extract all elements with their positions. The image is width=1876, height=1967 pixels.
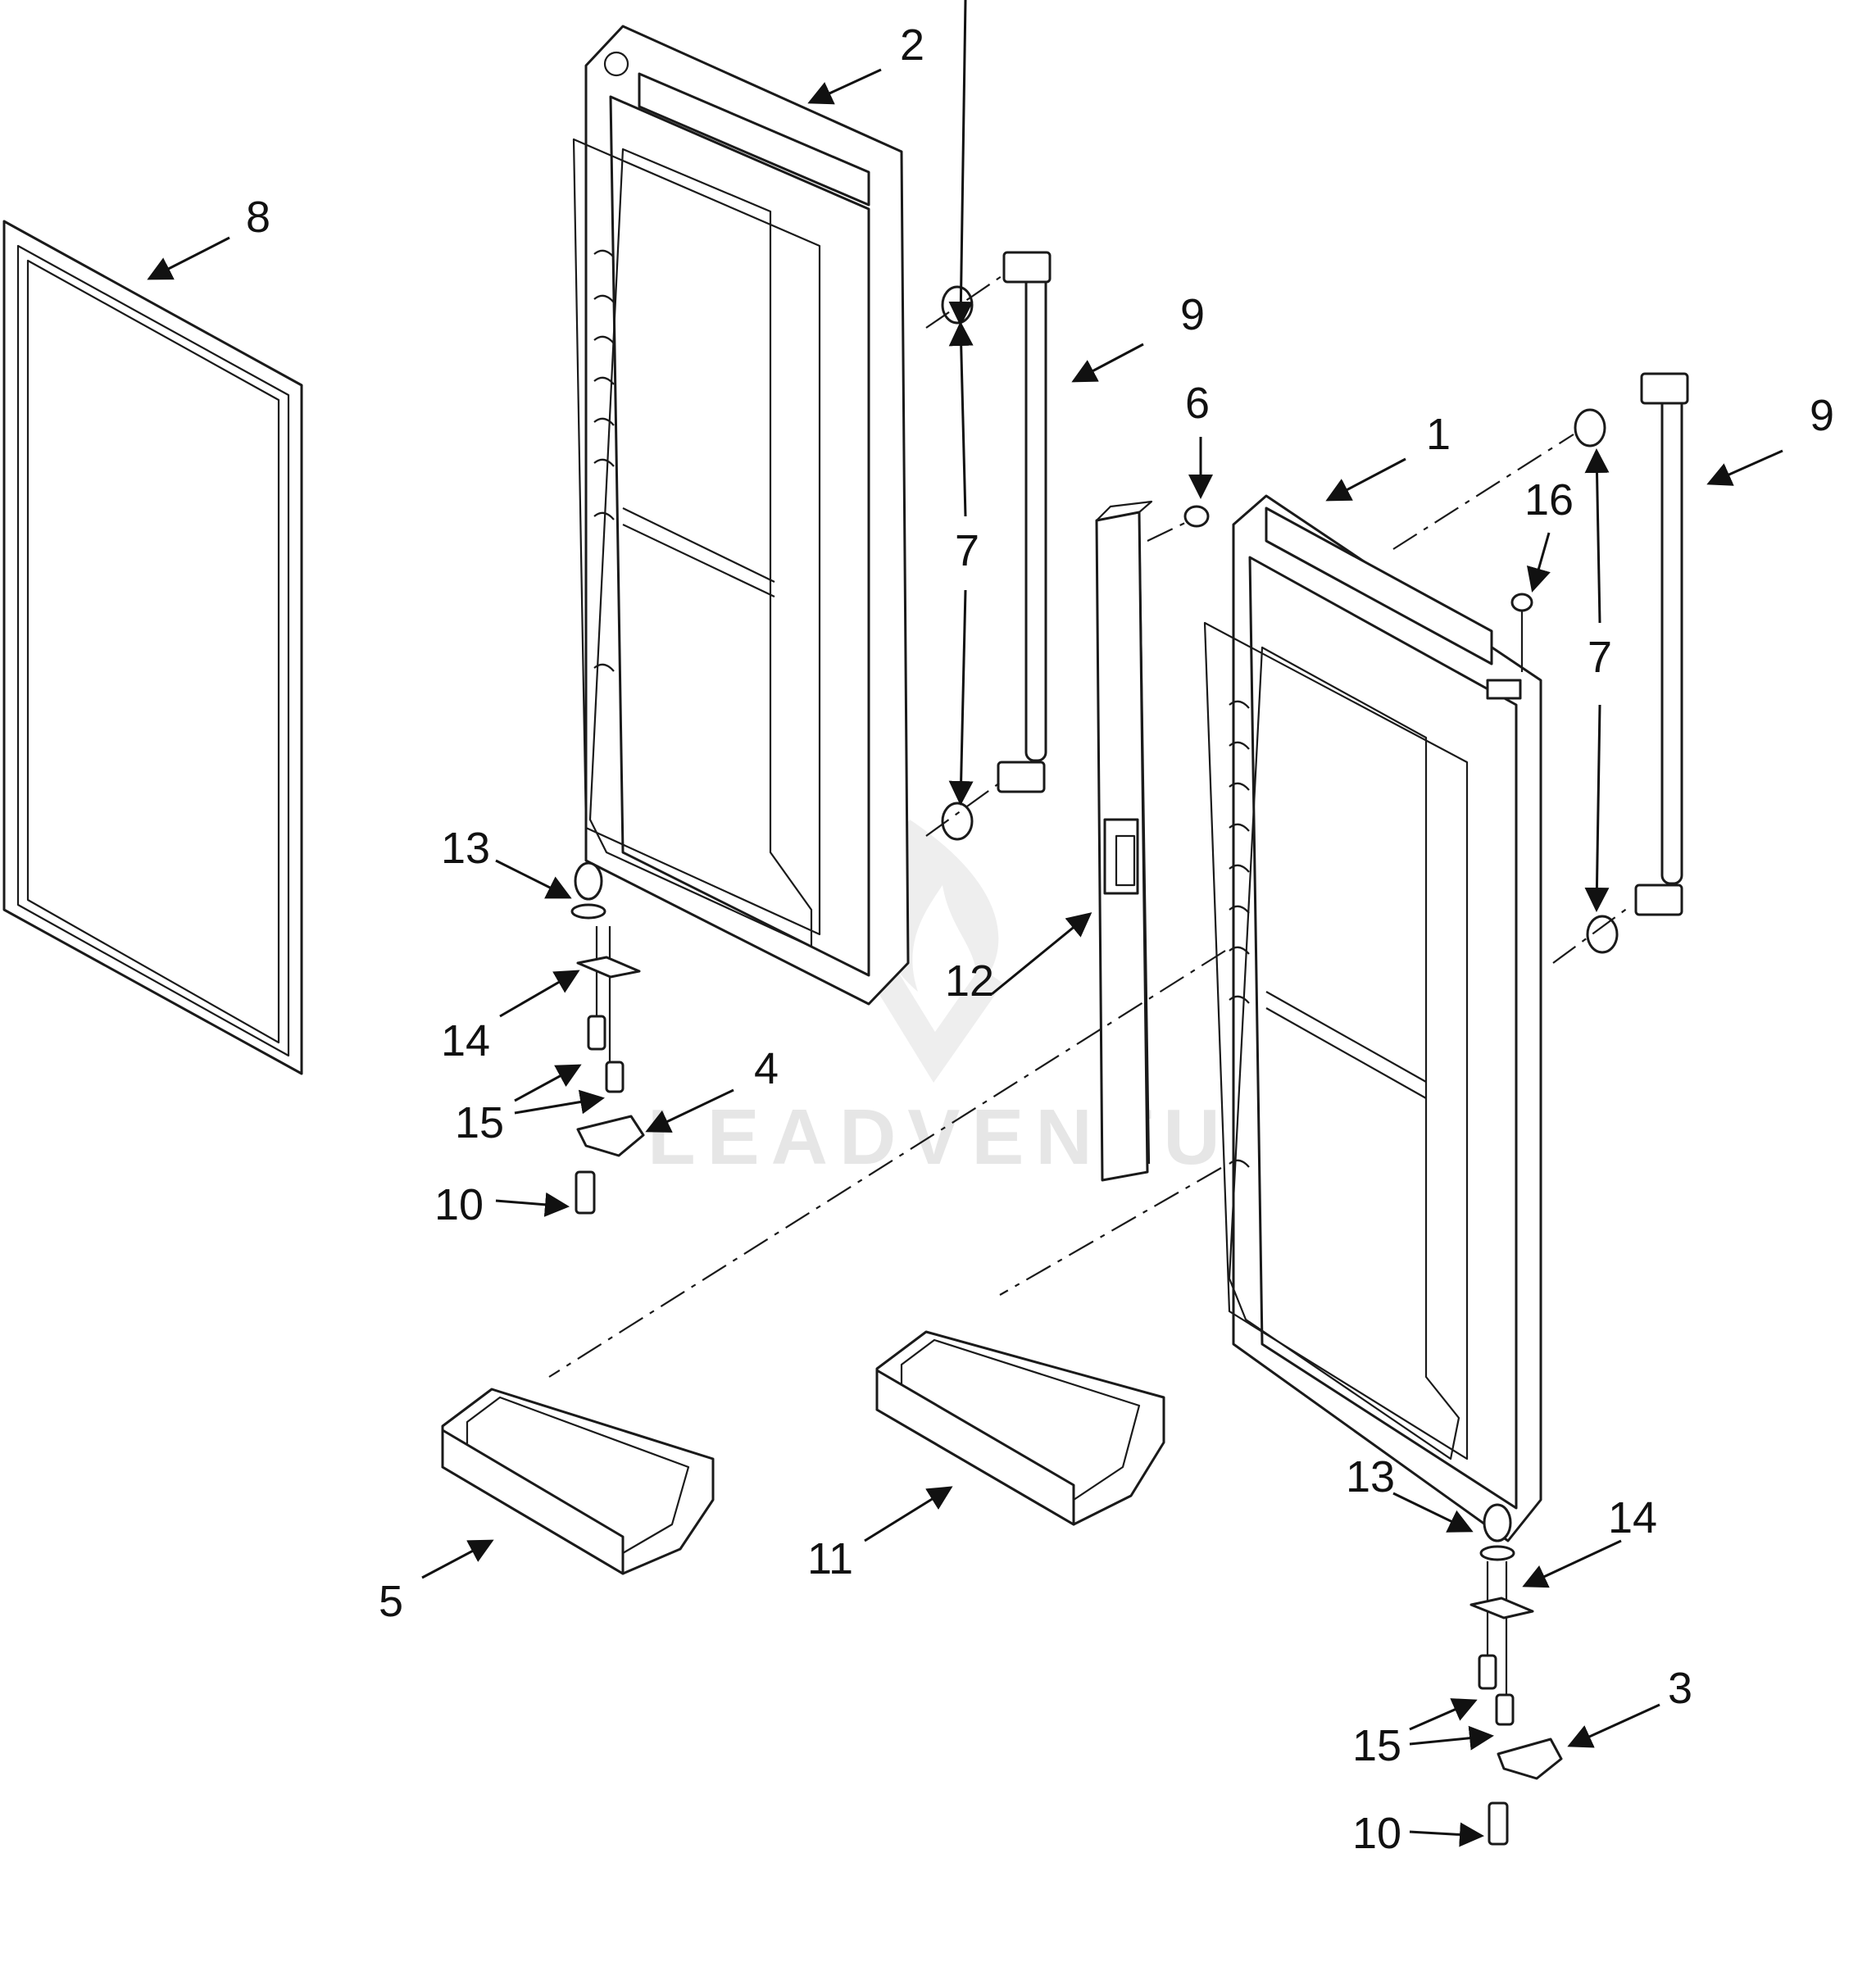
bin-middle-assembly-line <box>999 1167 1222 1296</box>
door-gasket <box>2 220 303 1075</box>
handle-left <box>997 251 1052 793</box>
handle-screws-right <box>1392 408 1632 964</box>
handle-right <box>1634 372 1689 916</box>
door-left <box>572 25 910 1006</box>
bin-left-assembly-line <box>548 950 1226 1378</box>
callout-flipper-mullion: 12 <box>945 956 994 1006</box>
callout-screw-top: 6 <box>1185 379 1210 428</box>
callout-shim-left: 14 <box>441 1016 490 1065</box>
callout-handle-screws-right: 7 <box>1588 633 1612 682</box>
callout-screw-bottom-right: 10 <box>1352 1809 1401 1858</box>
callout-door-right: 1 <box>1426 410 1451 459</box>
bin-left <box>441 1388 715 1575</box>
leader-arrows <box>147 0 1783 1847</box>
callout-handle-right: 9 <box>1810 391 1834 440</box>
callout-bushing-right: 13 <box>1346 1452 1395 1501</box>
callout-plug: 16 <box>1524 475 1574 525</box>
callout-hinge-bracket-right: 3 <box>1668 1664 1692 1713</box>
callout-labels: 2 8 9 7 6 1 9 16 7 13 14 15 4 10 12 5 11… <box>246 20 1834 1858</box>
callout-door-left: 2 <box>900 20 924 70</box>
callout-bushing-left: 13 <box>441 824 490 873</box>
screw-top <box>1147 505 1210 542</box>
door-right-bin-supports <box>1229 700 1250 1168</box>
callout-shim-right: 14 <box>1608 1493 1657 1542</box>
plug <box>1510 593 1533 672</box>
hinge-stack-left <box>570 861 645 1215</box>
hinge-stack-right <box>1469 1503 1563 1846</box>
flipper-mullion <box>1095 500 1153 1182</box>
callout-handle-screws-left: 7 <box>955 526 979 575</box>
callout-gasket: 8 <box>246 193 270 242</box>
callout-handle-left: 9 <box>1180 290 1205 339</box>
bin-middle <box>875 1330 1165 1526</box>
door-left-bin-supports <box>593 249 615 672</box>
callout-screw-bottom-left: 10 <box>434 1180 484 1229</box>
callout-screws-left: 15 <box>455 1098 504 1147</box>
door-right <box>1203 494 1542 1542</box>
callout-bin-middle: 11 <box>807 1534 853 1583</box>
callout-bin-left: 5 <box>379 1577 403 1626</box>
callout-hinge-bracket-left: 4 <box>754 1044 779 1093</box>
callout-screws-right: 15 <box>1352 1721 1401 1770</box>
